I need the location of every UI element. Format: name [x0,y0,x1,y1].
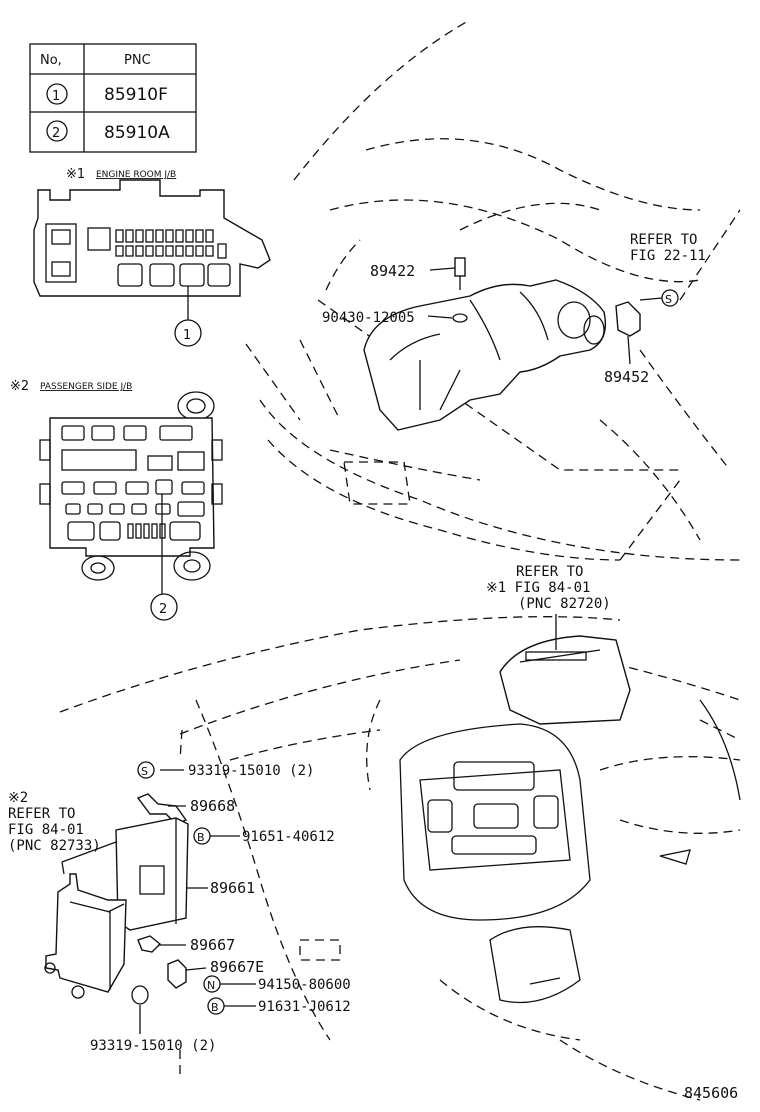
table-row-1-pnc: 85910F [104,85,168,105]
label-89452: 89452 [604,368,649,386]
label-89661: 89661 [210,879,255,897]
symbol-b-91651: B [197,831,205,844]
refer-22-11-line2: FIG 22-11 [630,248,706,264]
figure-number: 845606 [684,1084,738,1102]
callout-1 [174,319,202,347]
symbol-s-top: S [141,765,148,778]
table-row-1-no: 1 [52,89,60,104]
passenger-side-jb: ※2 PASSENGER SIDE J/B 2 [10,379,223,621]
refer-82720-line1: REFER TO [516,564,583,580]
refer-22-11-line1: REFER TO [630,232,697,248]
table-row-2-no: 2 [52,126,60,141]
callout-2 [150,593,178,621]
engine-compartment-drawing [245,19,741,561]
refer-82733-line2: REFER TO [8,806,75,822]
refer-82720-line2: ※1 FIG 84-01 [486,580,590,596]
table-row-2-pnc: 85910A [104,123,170,143]
label-93319-15010-top: 93319-15010 (2) [188,763,314,779]
symbol-b-91631: B [211,1001,219,1014]
label-89667E: 89667E [210,958,264,976]
label-89667: 89667 [190,936,235,954]
label-91651-40612: 91651-40612 [242,829,335,845]
dashboard-drawing [59,614,741,1101]
passenger-jb-mark: ※2 [10,379,29,394]
callout-1-label: 1 [183,328,191,343]
callout-2-label: 2 [159,602,167,617]
symbol-s-engine: S [665,293,672,306]
label-94150-80600: 94150-80600 [258,977,351,993]
label-89668: 89668 [190,797,235,815]
passenger-jb-label: PASSENGER SIDE J/B [40,382,132,392]
symbol-n-94150: N [207,979,215,992]
label-89422: 89422 [370,262,415,280]
pnc-table: No, PNC 1 85910F 2 85910A [29,43,197,153]
label-91631-J0612: 91631-J0612 [258,999,351,1015]
refer-82733-line4: (PNC 82733) [8,838,101,854]
table-header-pnc: PNC [124,53,151,68]
refer-82733-line1: ※2 [8,790,28,806]
ecu-assembly-drawing: S B N B [44,761,256,1034]
engine-room-jb-mark: ※1 [66,167,85,182]
engine-room-jb-label: ENGINE ROOM J/B [96,170,176,180]
labels: 89422 90430-12005 89452 REFER TO FIG 22-… [8,232,738,1102]
refer-82733-line3: FIG 84-01 [8,822,84,838]
engine-room-jb: ※1 ENGINE ROOM J/B 1 [33,167,271,347]
refer-82720-line3: (PNC 82720) [518,596,611,612]
label-90430-12005: 90430-12005 [322,310,415,326]
table-header-no: No, [40,53,62,68]
label-93319-15010-bottom: 93319-15010 (2) [90,1038,216,1054]
